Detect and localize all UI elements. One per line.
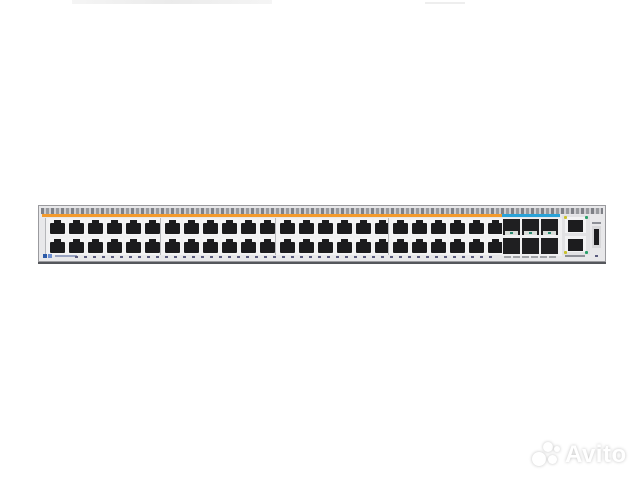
rj45-port bbox=[68, 238, 85, 254]
rj45-port bbox=[336, 238, 353, 254]
rj45-port-group-1 bbox=[45, 218, 165, 255]
rj45-port bbox=[468, 219, 485, 235]
brand-logo bbox=[43, 254, 77, 258]
rj45-port bbox=[144, 219, 161, 235]
rj45-port bbox=[392, 238, 409, 254]
usb-led-icon bbox=[595, 255, 598, 257]
rj45-port bbox=[317, 238, 334, 254]
rj45-port bbox=[202, 219, 219, 235]
faded-caption-text-right bbox=[425, 2, 465, 4]
rj45-port bbox=[279, 238, 296, 254]
rj45-port bbox=[430, 219, 447, 235]
usb-label bbox=[592, 222, 601, 224]
rj45-port bbox=[125, 238, 142, 254]
avito-watermark: Avito bbox=[532, 441, 627, 469]
rj45-accent-bar bbox=[42, 214, 502, 217]
rj45-port bbox=[355, 219, 372, 235]
rj45-port bbox=[125, 219, 142, 235]
rj45-port bbox=[449, 238, 466, 254]
status-led-icon bbox=[585, 216, 588, 219]
rj45-port bbox=[279, 219, 296, 235]
management-port-group bbox=[562, 215, 590, 255]
sfp-accent-bar bbox=[502, 214, 560, 217]
port-led-row bbox=[75, 255, 498, 259]
rj45-port bbox=[411, 238, 428, 254]
rj45-port bbox=[183, 219, 200, 235]
network-switch bbox=[38, 205, 606, 262]
sfp-port bbox=[503, 238, 520, 254]
rj45-port bbox=[164, 238, 181, 254]
rj45-port bbox=[336, 219, 353, 235]
sfp-port bbox=[522, 219, 539, 235]
avito-bubbles-icon bbox=[532, 442, 562, 468]
rj45-port bbox=[411, 219, 428, 235]
rj45-port bbox=[164, 219, 181, 235]
rj45-port-group-2 bbox=[160, 218, 280, 255]
vent-strip bbox=[41, 208, 603, 214]
rj45-port bbox=[298, 238, 315, 254]
rj45-port bbox=[68, 219, 85, 235]
logo-text bbox=[55, 255, 77, 257]
rj45-port bbox=[468, 238, 485, 254]
rj45-port bbox=[259, 219, 276, 235]
status-led-icon bbox=[564, 251, 567, 254]
logo-square-icon bbox=[43, 254, 47, 258]
rj45-port bbox=[298, 219, 315, 235]
watermark-text: Avito bbox=[565, 441, 627, 468]
rj45-port-group-4 bbox=[388, 218, 508, 255]
rj45-port bbox=[87, 219, 104, 235]
rj45-port bbox=[355, 238, 372, 254]
management-label bbox=[565, 255, 585, 257]
sfp-labels bbox=[504, 255, 558, 258]
rj45-port bbox=[449, 219, 466, 235]
rj45-port-group-3 bbox=[275, 218, 395, 255]
rj45-port bbox=[374, 219, 391, 235]
rj45-port bbox=[202, 238, 219, 254]
sfp-port bbox=[522, 238, 539, 254]
rj45-port bbox=[87, 238, 104, 254]
sfp-port bbox=[541, 219, 558, 235]
rj45-port bbox=[240, 238, 257, 254]
management-port bbox=[565, 236, 586, 252]
status-led-icon bbox=[564, 216, 567, 219]
rj45-port bbox=[240, 219, 257, 235]
sfp-port-group bbox=[502, 218, 562, 256]
usb-port bbox=[592, 226, 601, 248]
rj45-port bbox=[106, 238, 123, 254]
rj45-port bbox=[487, 219, 504, 235]
rj45-port bbox=[487, 238, 504, 254]
status-led-icon bbox=[585, 251, 588, 254]
rj45-port bbox=[221, 238, 238, 254]
rj45-port bbox=[144, 238, 161, 254]
rj45-port bbox=[221, 219, 238, 235]
rj45-port bbox=[317, 219, 334, 235]
rj45-port bbox=[183, 238, 200, 254]
rj45-port bbox=[49, 238, 66, 254]
sfp-port bbox=[503, 219, 520, 235]
rj45-port bbox=[430, 238, 447, 254]
management-port bbox=[565, 217, 586, 233]
rj45-port bbox=[259, 238, 276, 254]
rj45-port bbox=[392, 219, 409, 235]
rj45-port bbox=[374, 238, 391, 254]
rj45-port bbox=[106, 219, 123, 235]
rj45-port bbox=[49, 219, 66, 235]
faded-caption-text bbox=[72, 0, 272, 4]
sfp-port bbox=[541, 238, 558, 254]
logo-square-icon bbox=[48, 254, 52, 258]
